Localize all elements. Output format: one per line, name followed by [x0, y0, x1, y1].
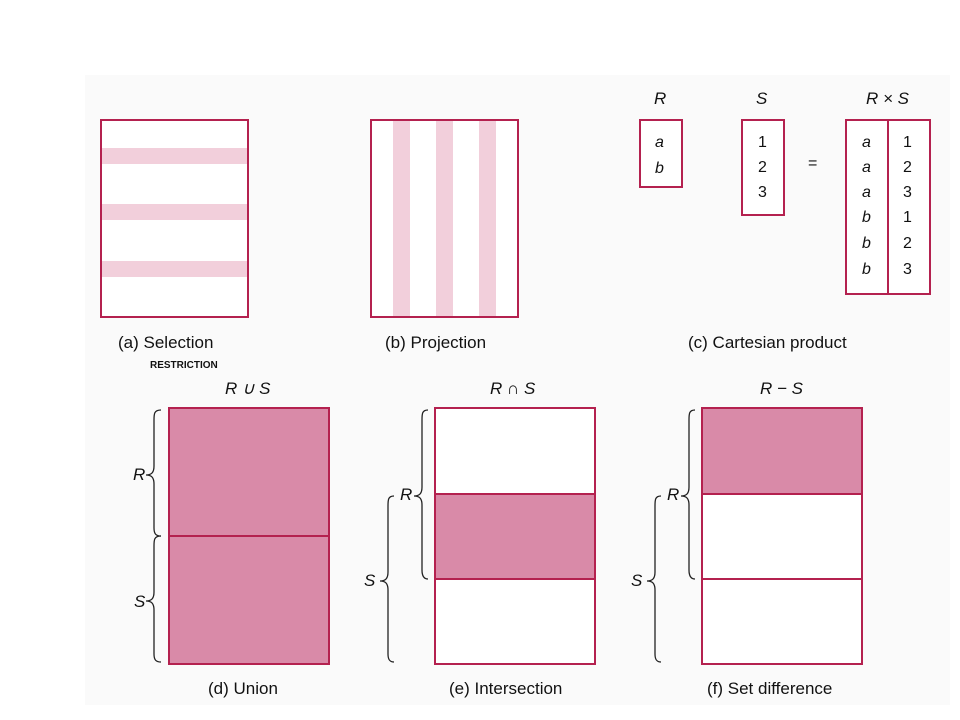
cartesian-r-value: a [655, 134, 664, 151]
projection-caption: (b) Projection [385, 333, 486, 352]
difference-r-brace [680, 409, 696, 580]
projection-column-stripe [436, 121, 453, 316]
cartesian-s-value: 3 [758, 184, 767, 201]
selection-row-stripe [102, 148, 247, 164]
cartesian-s-table [741, 119, 785, 216]
product-left-value: a [862, 134, 871, 151]
cartesian-caption: (c) Cartesian product [688, 333, 847, 352]
product-right-value: 1 [903, 134, 912, 151]
projection-column-stripe [393, 121, 410, 316]
intersection-title: R ∩ S [490, 379, 536, 398]
intersection-area [434, 493, 596, 580]
product-right-value: 2 [903, 235, 912, 252]
product-left-value: a [862, 184, 871, 201]
intersection-r-brace [413, 409, 429, 580]
difference-s-brace [646, 495, 662, 663]
product-left-value: b [862, 235, 871, 252]
selection-note: RESTRICTION [150, 360, 218, 371]
difference-area [701, 407, 863, 495]
union-caption: (d) Union [208, 679, 278, 698]
intersection-s-brace [379, 495, 395, 663]
union-r-brace [145, 409, 162, 537]
cartesian-s-value: 1 [758, 134, 767, 151]
product-left-value: b [862, 261, 871, 278]
intersection-caption: (e) Intersection [449, 679, 562, 698]
union-s-label: S [134, 592, 146, 611]
cartesian-r-table [639, 119, 683, 188]
selection-row-stripe [102, 204, 247, 220]
projection-diagram: (b) Projection [370, 119, 519, 352]
difference-s-label: S [631, 571, 643, 590]
difference-title: R − S [760, 379, 804, 398]
cartesian-s-value: 2 [758, 159, 767, 176]
intersection-s-label: S [364, 571, 376, 590]
intersection-diagram: R ∩ S R S (e) Intersection [364, 379, 596, 698]
union-r-label: R [133, 465, 145, 484]
cartesian-s-label: S [756, 89, 768, 108]
union-title: R ∪ S [225, 379, 271, 398]
cartesian-r-label: R [654, 89, 666, 108]
difference-diagram: R − S R S (f) Set difference [631, 379, 863, 698]
cartesian-diagram: R S R × S a b 1 2 3 = a a a b b b 1 2 3 … [639, 89, 931, 352]
product-right-value: 3 [903, 184, 912, 201]
cartesian-r-value: b [655, 160, 664, 177]
union-s-brace [145, 535, 162, 663]
projection-column-stripe [479, 121, 496, 316]
product-left-value: b [862, 209, 871, 226]
cartesian-equals: = [808, 155, 817, 172]
cartesian-rxs-label: R × S [866, 89, 910, 108]
selection-row-stripe [102, 261, 247, 277]
difference-r-label: R [667, 485, 679, 504]
difference-caption: (f) Set difference [707, 679, 832, 698]
selection-caption: (a) Selection [118, 333, 213, 352]
product-right-value: 3 [903, 261, 912, 278]
product-right-value: 1 [903, 209, 912, 226]
union-diagram: R ∪ S R S (d) Union [133, 379, 330, 698]
product-right-value: 2 [903, 159, 912, 176]
product-left-value: a [862, 159, 871, 176]
intersection-r-label: R [400, 485, 412, 504]
selection-diagram: (a) Selection RESTRICTION [100, 119, 249, 371]
